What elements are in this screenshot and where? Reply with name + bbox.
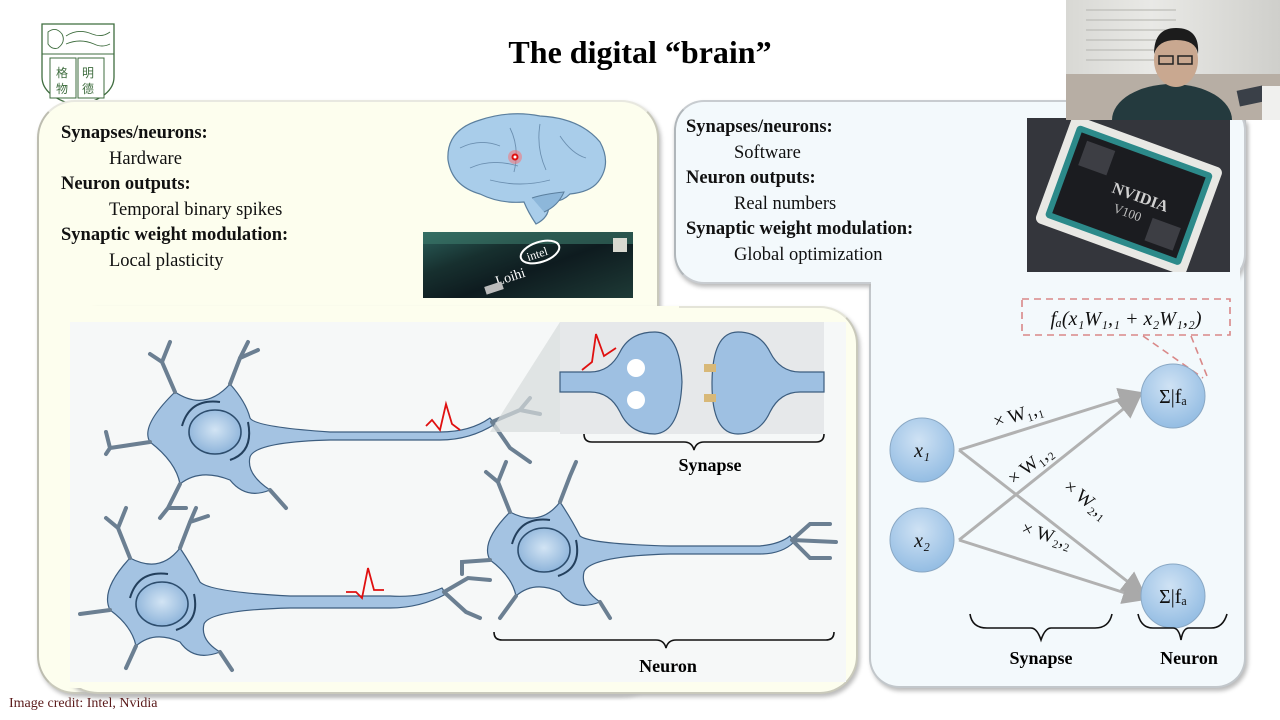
brain-illustration — [440, 108, 610, 228]
neuron-cell — [460, 460, 838, 620]
input-node — [889, 417, 955, 483]
property-heading: Neuron outputs: — [61, 174, 191, 195]
synapse-label: Synapse — [678, 455, 741, 475]
weight-label: × W₂,₁ — [1059, 476, 1112, 524]
output-node-label: Σ|fₐ — [1159, 586, 1187, 608]
weight-edge — [958, 394, 1142, 542]
intel-loihi-chip-image: intel Loihi — [423, 232, 633, 298]
synapse-brace — [969, 613, 1113, 643]
input-node — [889, 507, 955, 573]
neuron-cell — [78, 506, 492, 672]
weight-edge — [958, 448, 1146, 596]
weight-edge — [958, 538, 1147, 604]
property-heading: Synapses/neurons: — [686, 117, 833, 137]
biological-properties-list: Synapses/neurons: Hardware Neuron output… — [61, 121, 288, 275]
chip-brand: intel — [525, 244, 550, 264]
image-credit: Image credit: Intel, Nvidia — [9, 696, 158, 711]
formula-box — [1021, 298, 1231, 336]
neuron-brace — [493, 631, 835, 649]
neuron-diagram: Synapse Neuron — [70, 322, 846, 682]
neuron-brace — [1137, 613, 1228, 641]
property-value: Real numbers — [734, 193, 837, 214]
output-neuron-node — [1140, 363, 1206, 429]
weight-edge — [958, 387, 1143, 452]
synapse-label: Synapse — [1009, 648, 1072, 668]
university-crest-logo: 格 明 物 德 — [36, 22, 120, 108]
crest-char: 格 — [56, 65, 68, 80]
property-heading: Synaptic weight modulation: — [686, 219, 914, 240]
property-heading: Synapses/neurons: — [61, 123, 208, 143]
property-value: Hardware — [109, 148, 182, 169]
input-node-label: x₁ — [913, 440, 930, 462]
neuron-label: Neuron — [639, 656, 697, 676]
presenter-webcam — [1066, 0, 1280, 120]
neuron-cell — [104, 340, 542, 520]
artificial-properties-list: Synapses/neurons: Software Neuron output… — [686, 115, 913, 269]
input-node-label: x₂ — [913, 530, 930, 552]
slide-title: The digital “brain” — [508, 34, 772, 70]
property-value: Local plasticity — [109, 250, 224, 271]
property-heading: Synaptic weight modulation: — [61, 225, 289, 246]
crest-char: 明 — [82, 66, 94, 80]
crest-char: 德 — [82, 81, 94, 96]
synapse-inset — [559, 322, 825, 435]
crest-char: 物 — [56, 82, 68, 96]
weight-label: × W₂,₂ — [1019, 518, 1074, 553]
weight-label: × W₁,₁ — [991, 398, 1046, 433]
property-value: Global optimization — [734, 244, 883, 265]
property-value: Temporal binary spikes — [109, 199, 283, 220]
property-heading: Neuron outputs: — [686, 168, 816, 189]
neural-network-diagram: fₐ(x₁W₁,₁ + x₂W₁,₂) × W₁,₁ × W₁,₂ × W₂,₁… — [871, 290, 1241, 684]
activation-formula: fₐ(x₁W₁,₁ + x₂W₁,₂) — [1050, 308, 1201, 330]
nvidia-v100-chip-image: NVIDIA V100 — [1027, 118, 1230, 272]
property-value: Software — [734, 142, 801, 163]
output-node-label: Σ|fₐ — [1159, 386, 1187, 408]
neuron-label: Neuron — [1160, 648, 1218, 668]
synapse-brace — [583, 433, 825, 451]
